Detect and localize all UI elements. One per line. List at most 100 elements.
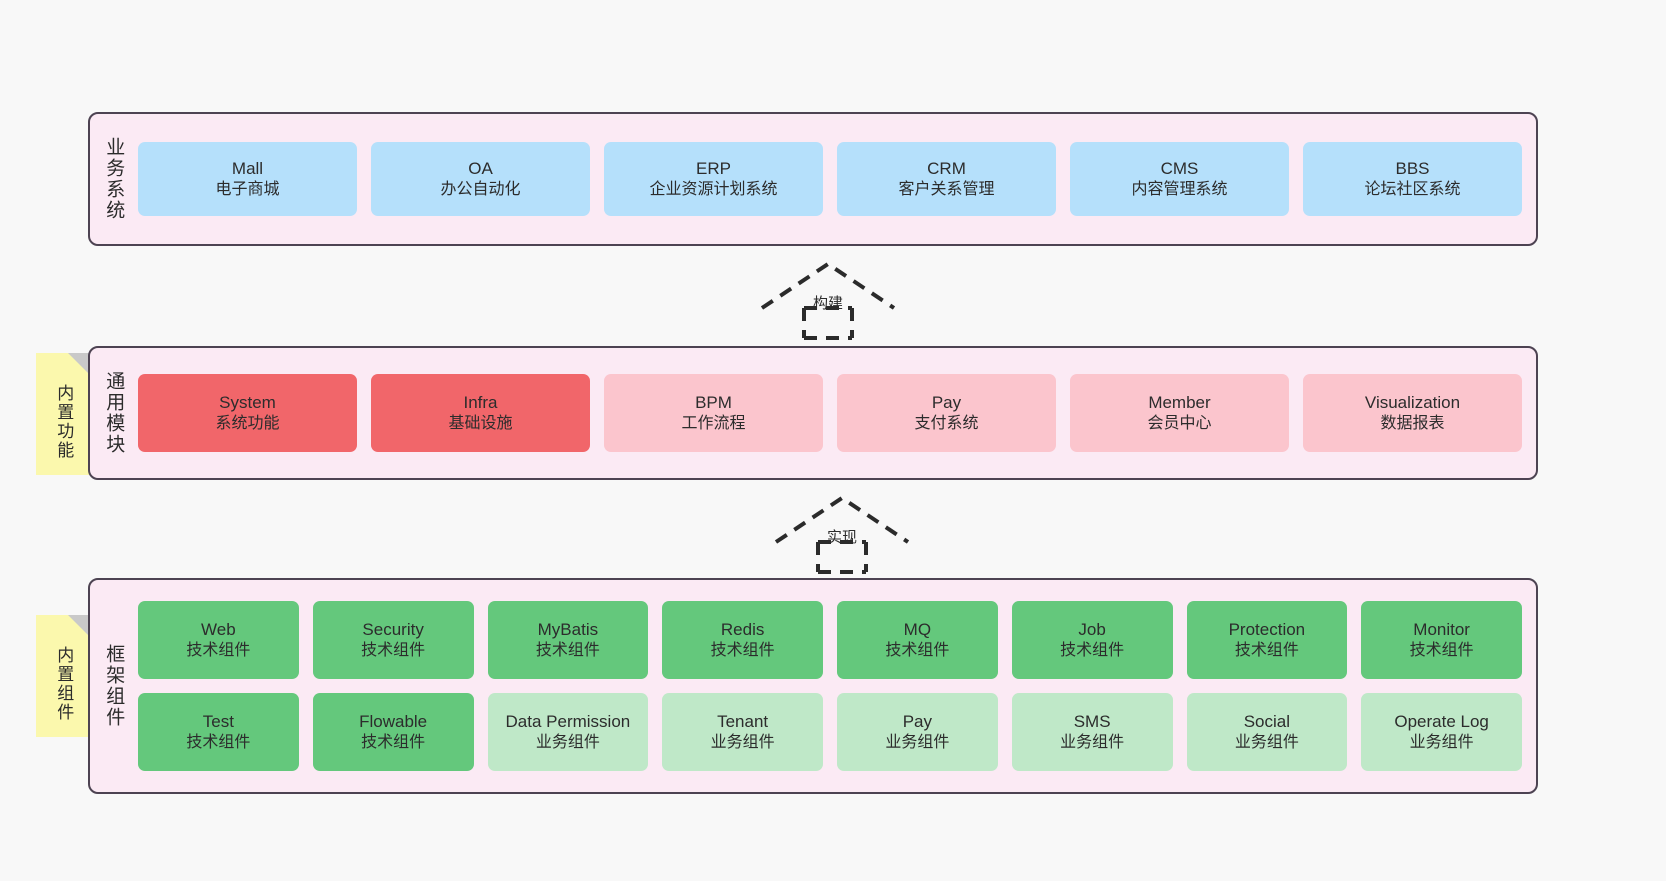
card-title: MyBatis: [537, 619, 599, 639]
card-subtitle: 技术组件: [535, 641, 600, 659]
card-title: Pay: [931, 392, 962, 412]
card-crm[interactable]: CRM 客户关系管理: [837, 142, 1056, 216]
card-monitor[interactable]: Monitor 技术组件: [1361, 601, 1522, 679]
build-arrow-icon: [760, 261, 896, 340]
card-title: BPM: [695, 392, 732, 412]
sticky-note-builtin-components: 内置组件: [36, 615, 90, 737]
card-subtitle: 论坛社区系统: [1364, 180, 1461, 198]
connector-build: 构建: [758, 260, 898, 340]
card-pay-component[interactable]: Pay 业务组件: [837, 693, 998, 771]
sticky-note-builtin-features: 内置功能: [36, 353, 90, 475]
card-subtitle: 业务组件: [1409, 733, 1474, 751]
card-title: Operate Log: [1394, 711, 1489, 731]
card-flowable[interactable]: Flowable 技术组件: [312, 693, 474, 771]
card-title: ERP: [696, 158, 731, 178]
layer-caption-framework-components: 框架组件: [103, 644, 125, 728]
card-bpm[interactable]: BPM 工作流程: [604, 374, 823, 452]
card-subtitle: 工作流程: [681, 414, 746, 432]
card-title: Tenant: [717, 711, 769, 731]
card-redis[interactable]: Redis 技术组件: [662, 601, 823, 679]
card-erp[interactable]: ERP 企业资源计划系统: [604, 142, 823, 216]
card-subtitle: 技术组件: [710, 641, 775, 659]
card-member[interactable]: Member 会员中心: [1070, 374, 1289, 452]
card-row: Test 技术组件 Flowable 技术组件 Data Permission …: [138, 693, 1522, 771]
card-title: Mall: [231, 158, 264, 178]
card-subtitle: 基础设施: [448, 414, 513, 432]
connector-implement-label: 实现: [826, 529, 858, 546]
layer-common-modules: 通用模块 System 系统功能 Infra 基础设施 BPM 工作流程 Pay…: [88, 346, 1538, 480]
card-job[interactable]: Job 技术组件: [1011, 601, 1173, 679]
card-subtitle: 业务组件: [1234, 733, 1299, 751]
card-web[interactable]: Web 技术组件: [138, 601, 299, 679]
layer-caption-common-modules: 通用模块: [103, 371, 125, 455]
card-mall[interactable]: Mall 电子商城: [138, 142, 357, 216]
card-subtitle: 技术组件: [1409, 641, 1474, 659]
page-fold-icon: [68, 615, 90, 637]
connector-implement: 实现: [772, 494, 912, 574]
card-subtitle: 数据报表: [1380, 414, 1445, 432]
card-social[interactable]: Social 业务组件: [1186, 693, 1348, 771]
card-subtitle: 内容管理系统: [1131, 180, 1228, 198]
sticky-note-label: 内置功能: [54, 384, 74, 460]
card-subtitle: 企业资源计划系统: [649, 180, 778, 198]
card-visualization[interactable]: Visualization 数据报表: [1303, 374, 1522, 452]
card-row: System 系统功能 Infra 基础设施 BPM 工作流程 Pay 支付系统…: [138, 374, 1522, 452]
card-subtitle: 技术组件: [1060, 641, 1125, 659]
card-title: CRM: [927, 158, 966, 178]
layer-body-framework-components: Web 技术组件 Security 技术组件 MyBatis 技术组件 Redi…: [136, 580, 1536, 792]
card-title: Flowable: [359, 711, 428, 731]
card-sms[interactable]: SMS 业务组件: [1011, 693, 1173, 771]
card-title: Monitor: [1413, 619, 1470, 639]
card-title: Data Permission: [505, 711, 631, 731]
implement-arrow-icon: [774, 495, 910, 574]
card-subtitle: 办公自动化: [440, 180, 521, 198]
card-title: Redis: [720, 619, 765, 639]
card-subtitle: 客户关系管理: [898, 180, 995, 198]
card-protection[interactable]: Protection 技术组件: [1186, 601, 1348, 679]
card-row: Mall 电子商城 OA 办公自动化 ERP 企业资源计划系统 CRM 客户关系…: [138, 142, 1522, 216]
card-subtitle: 技术组件: [186, 641, 251, 659]
card-subtitle: 系统功能: [215, 414, 280, 432]
card-title: BBS: [1395, 158, 1430, 178]
card-title: Security: [362, 619, 424, 639]
card-subtitle: 技术组件: [361, 733, 426, 751]
card-subtitle: 会员中心: [1147, 414, 1212, 432]
card-security[interactable]: Security 技术组件: [312, 601, 474, 679]
card-title: Visualization: [1364, 392, 1461, 412]
card-title: Member: [1148, 392, 1211, 412]
card-operate-log[interactable]: Operate Log 业务组件: [1361, 693, 1522, 771]
page-fold-icon: [68, 353, 90, 375]
card-subtitle: 支付系统: [914, 414, 979, 432]
card-subtitle: 业务组件: [1060, 733, 1125, 751]
card-data-permission[interactable]: Data Permission 业务组件: [487, 693, 649, 771]
card-title: Web: [201, 619, 236, 639]
card-system[interactable]: System 系统功能: [138, 374, 357, 452]
card-title: SMS: [1073, 711, 1111, 731]
card-tenant[interactable]: Tenant 业务组件: [662, 693, 823, 771]
layer-body-common-modules: System 系统功能 Infra 基础设施 BPM 工作流程 Pay 支付系统…: [136, 348, 1536, 478]
card-title: MQ: [903, 619, 932, 639]
card-title: Test: [202, 711, 234, 731]
card-test[interactable]: Test 技术组件: [138, 693, 299, 771]
sticky-note-label: 内置组件: [54, 646, 74, 722]
card-bbs[interactable]: BBS 论坛社区系统: [1303, 142, 1522, 216]
layer-caption-business-systems: 业务系统: [103, 137, 125, 221]
card-subtitle: 业务组件: [710, 733, 775, 751]
card-mybatis[interactable]: MyBatis 技术组件: [487, 601, 649, 679]
card-title: OA: [468, 158, 493, 178]
card-oa[interactable]: OA 办公自动化: [371, 142, 590, 216]
card-cms[interactable]: CMS 内容管理系统: [1070, 142, 1289, 216]
card-title: Protection: [1228, 619, 1306, 639]
card-subtitle: 技术组件: [361, 641, 426, 659]
card-mq[interactable]: MQ 技术组件: [837, 601, 998, 679]
card-subtitle: 电子商城: [215, 180, 280, 198]
card-subtitle: 技术组件: [186, 733, 251, 751]
layer-business-systems: 业务系统 Mall 电子商城 OA 办公自动化 ERP 企业资源计划系统 CRM…: [88, 112, 1538, 246]
card-title: Social: [1243, 711, 1291, 731]
card-title: System: [219, 392, 276, 412]
card-title: Pay: [902, 711, 933, 731]
card-pay-module[interactable]: Pay 支付系统: [837, 374, 1056, 452]
card-row: Web 技术组件 Security 技术组件 MyBatis 技术组件 Redi…: [138, 601, 1522, 679]
card-infra[interactable]: Infra 基础设施: [371, 374, 590, 452]
